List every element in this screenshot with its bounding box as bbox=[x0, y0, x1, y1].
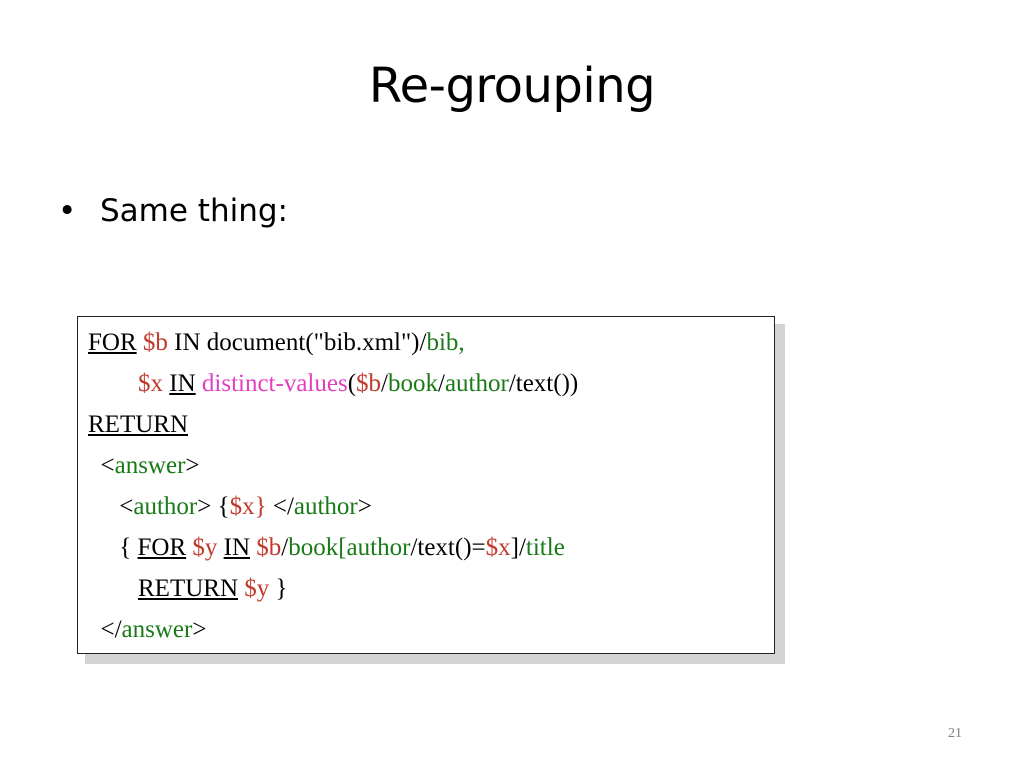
code-token: < bbox=[88, 493, 134, 520]
code-token: IN bbox=[223, 534, 251, 561]
code-token: RETURN bbox=[138, 575, 238, 602]
code-line-3: RETURN bbox=[88, 412, 188, 437]
code-token: IN bbox=[169, 370, 196, 397]
code-token: / bbox=[437, 370, 445, 397]
code-token: / bbox=[381, 370, 388, 397]
code-token bbox=[88, 370, 138, 397]
code-token: answer bbox=[114, 452, 186, 479]
bullet-text: Same thing: bbox=[100, 193, 288, 229]
code-token bbox=[88, 575, 138, 602]
code-token: /text()) bbox=[508, 370, 579, 397]
code-token: FOR bbox=[137, 534, 187, 561]
code-line-5: <author> {$x} </author> bbox=[88, 494, 372, 519]
code-token: IN document("bib.xml")/ bbox=[167, 329, 427, 356]
code-token: bib, bbox=[426, 329, 465, 356]
code-token: > bbox=[192, 616, 207, 643]
code-token: ( bbox=[347, 370, 357, 397]
code-token: $b bbox=[256, 534, 282, 561]
code-token: / bbox=[281, 534, 289, 561]
bullet-icon: • bbox=[58, 193, 77, 229]
code-line-4: <answer> bbox=[88, 453, 200, 478]
code-token: > bbox=[357, 493, 372, 520]
code-token: $y bbox=[192, 534, 218, 561]
page-number: 21 bbox=[948, 726, 962, 741]
slide-title: Re-grouping bbox=[368, 58, 656, 114]
code-token: $x} bbox=[229, 493, 267, 520]
code-token: author bbox=[444, 370, 509, 397]
code-token: $x bbox=[138, 370, 163, 397]
code-token: author bbox=[133, 493, 198, 520]
code-line-7: RETURN $y } bbox=[88, 576, 288, 601]
code-token: author bbox=[293, 493, 358, 520]
code-token: RETURN bbox=[88, 411, 188, 438]
code-token: </ bbox=[88, 616, 122, 643]
code-token: $b bbox=[356, 370, 382, 397]
code-token: $x bbox=[485, 534, 511, 561]
code-token: } bbox=[269, 575, 288, 602]
code-box: FOR $b IN document("bib.xml")/bib, $x IN… bbox=[77, 316, 775, 654]
code-token: answer bbox=[121, 616, 193, 643]
code-token: { bbox=[88, 534, 138, 561]
code-line-2: $x IN distinct-values($b/book/author/tex… bbox=[88, 371, 578, 396]
code-token: book bbox=[387, 370, 438, 397]
code-token: > { bbox=[197, 493, 230, 520]
code-line-1: FOR $b IN document("bib.xml")/bib, bbox=[88, 330, 465, 355]
code-token: < bbox=[88, 452, 115, 479]
code-token: FOR bbox=[88, 329, 137, 356]
code-token: $b bbox=[142, 329, 168, 356]
bullet-item: • Same thing: bbox=[58, 196, 288, 227]
code-token: /text()= bbox=[410, 534, 486, 561]
code-token: </ bbox=[266, 493, 294, 520]
code-token: book[author bbox=[288, 534, 411, 561]
code-token: > bbox=[185, 452, 200, 479]
code-token: ]/ bbox=[510, 534, 526, 561]
code-line-6: { FOR $y IN $b/book[author/text()=$x]/ti… bbox=[88, 535, 565, 560]
code-token: $y bbox=[244, 575, 270, 602]
code-token: distinct-values bbox=[201, 370, 348, 397]
code-line-8: </answer> bbox=[88, 616, 207, 643]
code-token: title bbox=[525, 534, 565, 561]
